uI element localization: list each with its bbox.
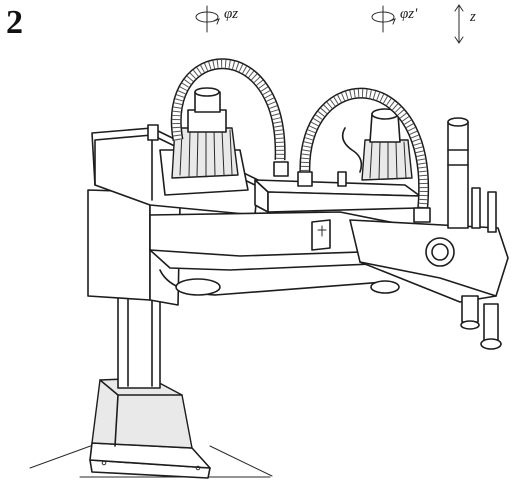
- robot-base: [89, 377, 211, 479]
- z-axis-column: [447, 117, 497, 233]
- translation-arrow-icon: [454, 4, 464, 44]
- cable-hose-1: [170, 58, 289, 177]
- translation-label: z: [470, 9, 476, 25]
- rotation-arrow-icon-2: [371, 5, 396, 33]
- rotation-label-2: φz': [400, 6, 418, 22]
- tool-flange: [460, 295, 502, 350]
- robot-column: [117, 289, 161, 389]
- rotation-arrow-icon-1: [195, 5, 220, 33]
- figure-number: 2: [6, 4, 23, 41]
- arm-link-2: [349, 219, 509, 303]
- connector-studs: [147, 124, 347, 187]
- joint-motor-1: [159, 87, 249, 196]
- rotation-label-1: φz: [224, 6, 239, 22]
- joint-motor-2: [341, 108, 413, 181]
- cable-hose-2: [297, 87, 431, 223]
